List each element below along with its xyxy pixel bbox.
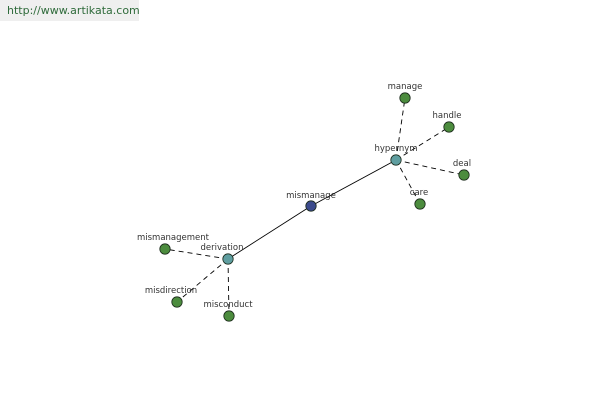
labels-layer: mismanage hypernym derivation manage handle d… [137,82,471,310]
site-url-link[interactable]: http://www.artikata.com [0,0,140,21]
node-label-deal: deal [453,159,471,169]
node-derivation[interactable] [222,253,234,265]
node-label-manage: manage [388,82,423,92]
edge-hypernym-deal [395,159,465,176]
nodes-layer [159,92,470,322]
edges-layer [164,97,465,317]
edge-mismanage-derivation [227,205,312,260]
node-deal[interactable] [458,169,470,181]
edge-mismanage-hypernym [310,159,397,207]
node-misdirection[interactable] [171,296,183,308]
node-label-derivation: derivation [200,243,243,253]
edge-derivation-misdirection [176,258,229,303]
node-misconduct[interactable] [223,310,235,322]
node-label-care: care [410,188,428,198]
node-hypernym[interactable] [390,154,402,166]
node-label-hypernym: hypernym [374,144,417,154]
node-care[interactable] [414,198,426,210]
node-handle[interactable] [443,121,455,133]
node-label-misdirection: misdirection [145,286,197,296]
edge-hypernym-handle [395,126,450,161]
edge-derivation-misconduct [227,258,230,317]
node-label-mismanage: mismanage [286,191,336,201]
edge-derivation-mismanagement [164,248,229,260]
node-label-handle: handle [433,111,462,121]
edge-hypernym-manage [395,97,406,161]
node-manage[interactable] [399,92,411,104]
node-label-misconduct: misconduct [203,300,253,310]
node-mismanage[interactable] [305,200,317,212]
node-label-mismanagement: mismanagement [137,233,210,243]
node-mismanagement[interactable] [159,243,171,255]
